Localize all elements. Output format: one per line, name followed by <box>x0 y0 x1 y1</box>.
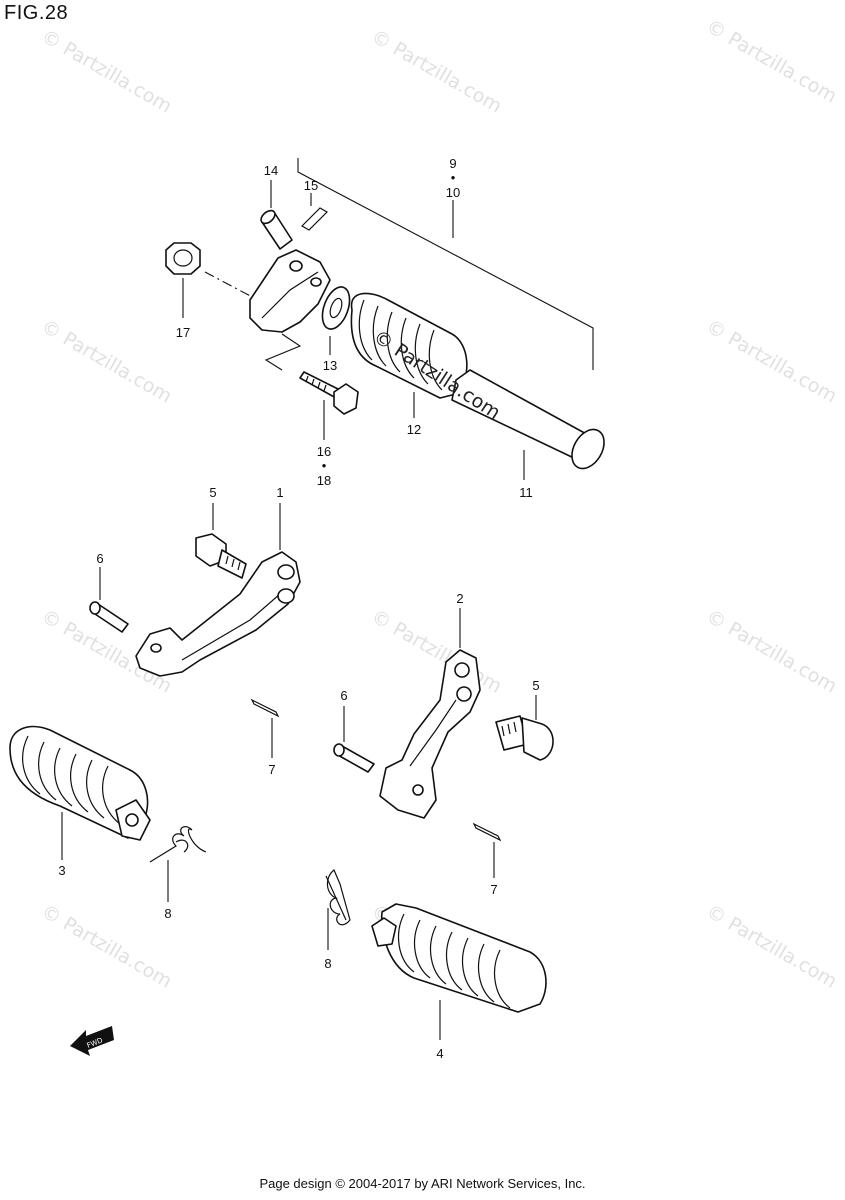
part-2-footrest-bracket-right <box>379 608 481 819</box>
callout-18: 18 <box>317 473 331 488</box>
forward-direction-arrow: FWD <box>70 1026 114 1056</box>
callout-12: 12 <box>407 422 421 437</box>
part-6-pin-left <box>89 567 129 633</box>
part-7-cotter-pin-left <box>250 698 280 758</box>
part-8-spring-left <box>149 826 207 902</box>
part-1-footrest-bracket-left <box>135 503 301 677</box>
part-6-pin-right <box>333 706 375 773</box>
watermark: © Partzilla.com <box>703 605 841 697</box>
part-15-cotter-pin <box>301 193 328 231</box>
figure-title: FIG.28 <box>4 2 69 24</box>
callout-dot: • <box>451 170 456 185</box>
callout-7: 7 <box>490 882 497 897</box>
callout-7: 7 <box>268 762 275 777</box>
callout-6: 6 <box>96 551 103 566</box>
watermark: © Partzilla.com <box>38 900 176 992</box>
part-8-spring-right <box>325 869 351 950</box>
callout-15: 15 <box>304 178 318 193</box>
watermark: © Partzilla.com <box>703 15 841 107</box>
callout-16: 16 <box>317 444 331 459</box>
callout-dot: • <box>322 458 327 473</box>
callout-6: 6 <box>340 688 347 703</box>
callout-5: 5 <box>532 678 539 693</box>
part-5-bolt-right <box>495 695 554 761</box>
callout-4: 4 <box>436 1046 443 1061</box>
footrest-holder <box>249 249 331 371</box>
assembly-bracket-9-10 <box>297 158 594 370</box>
watermark: © Partzilla.com <box>703 900 841 992</box>
callout-8: 8 <box>324 956 331 971</box>
callout-11: 11 <box>519 485 533 500</box>
watermark: © Partzilla.com <box>38 25 176 117</box>
callout-1: 1 <box>276 485 283 500</box>
callout-10: 10 <box>446 185 460 200</box>
callout-3: 3 <box>58 863 65 878</box>
part-16-bolt <box>299 371 359 440</box>
part-12-rubber <box>350 292 468 418</box>
part-3-footpeg-left <box>9 725 151 860</box>
callout-9: 9 <box>449 156 456 171</box>
callout-5: 5 <box>209 485 216 500</box>
part-13-washer <box>321 286 351 355</box>
part-14-pin <box>260 180 293 250</box>
callout-17: 17 <box>176 325 190 340</box>
watermark: © Partzilla.com <box>38 315 176 407</box>
watermark: © Partzilla.com <box>368 605 506 697</box>
part-17-nut <box>165 242 259 318</box>
part-5-bolt-upper <box>195 503 247 579</box>
callout-14: 14 <box>264 163 278 178</box>
callout-2: 2 <box>456 591 463 606</box>
part-7-cotter-pin-right <box>472 822 502 878</box>
callout-8: 8 <box>164 906 171 921</box>
watermarks: © Partzilla.com © Partzilla.com © Partzi… <box>38 15 841 992</box>
part-4-footpeg-right <box>371 903 547 1040</box>
callout-13: 13 <box>323 358 337 373</box>
page-footer: Page design © 2004-2017 by ARI Network S… <box>259 1176 586 1191</box>
watermark: © Partzilla.com <box>368 25 506 117</box>
watermark: © Partzilla.com <box>703 315 841 407</box>
part-11-footpeg-shaft <box>451 369 605 480</box>
